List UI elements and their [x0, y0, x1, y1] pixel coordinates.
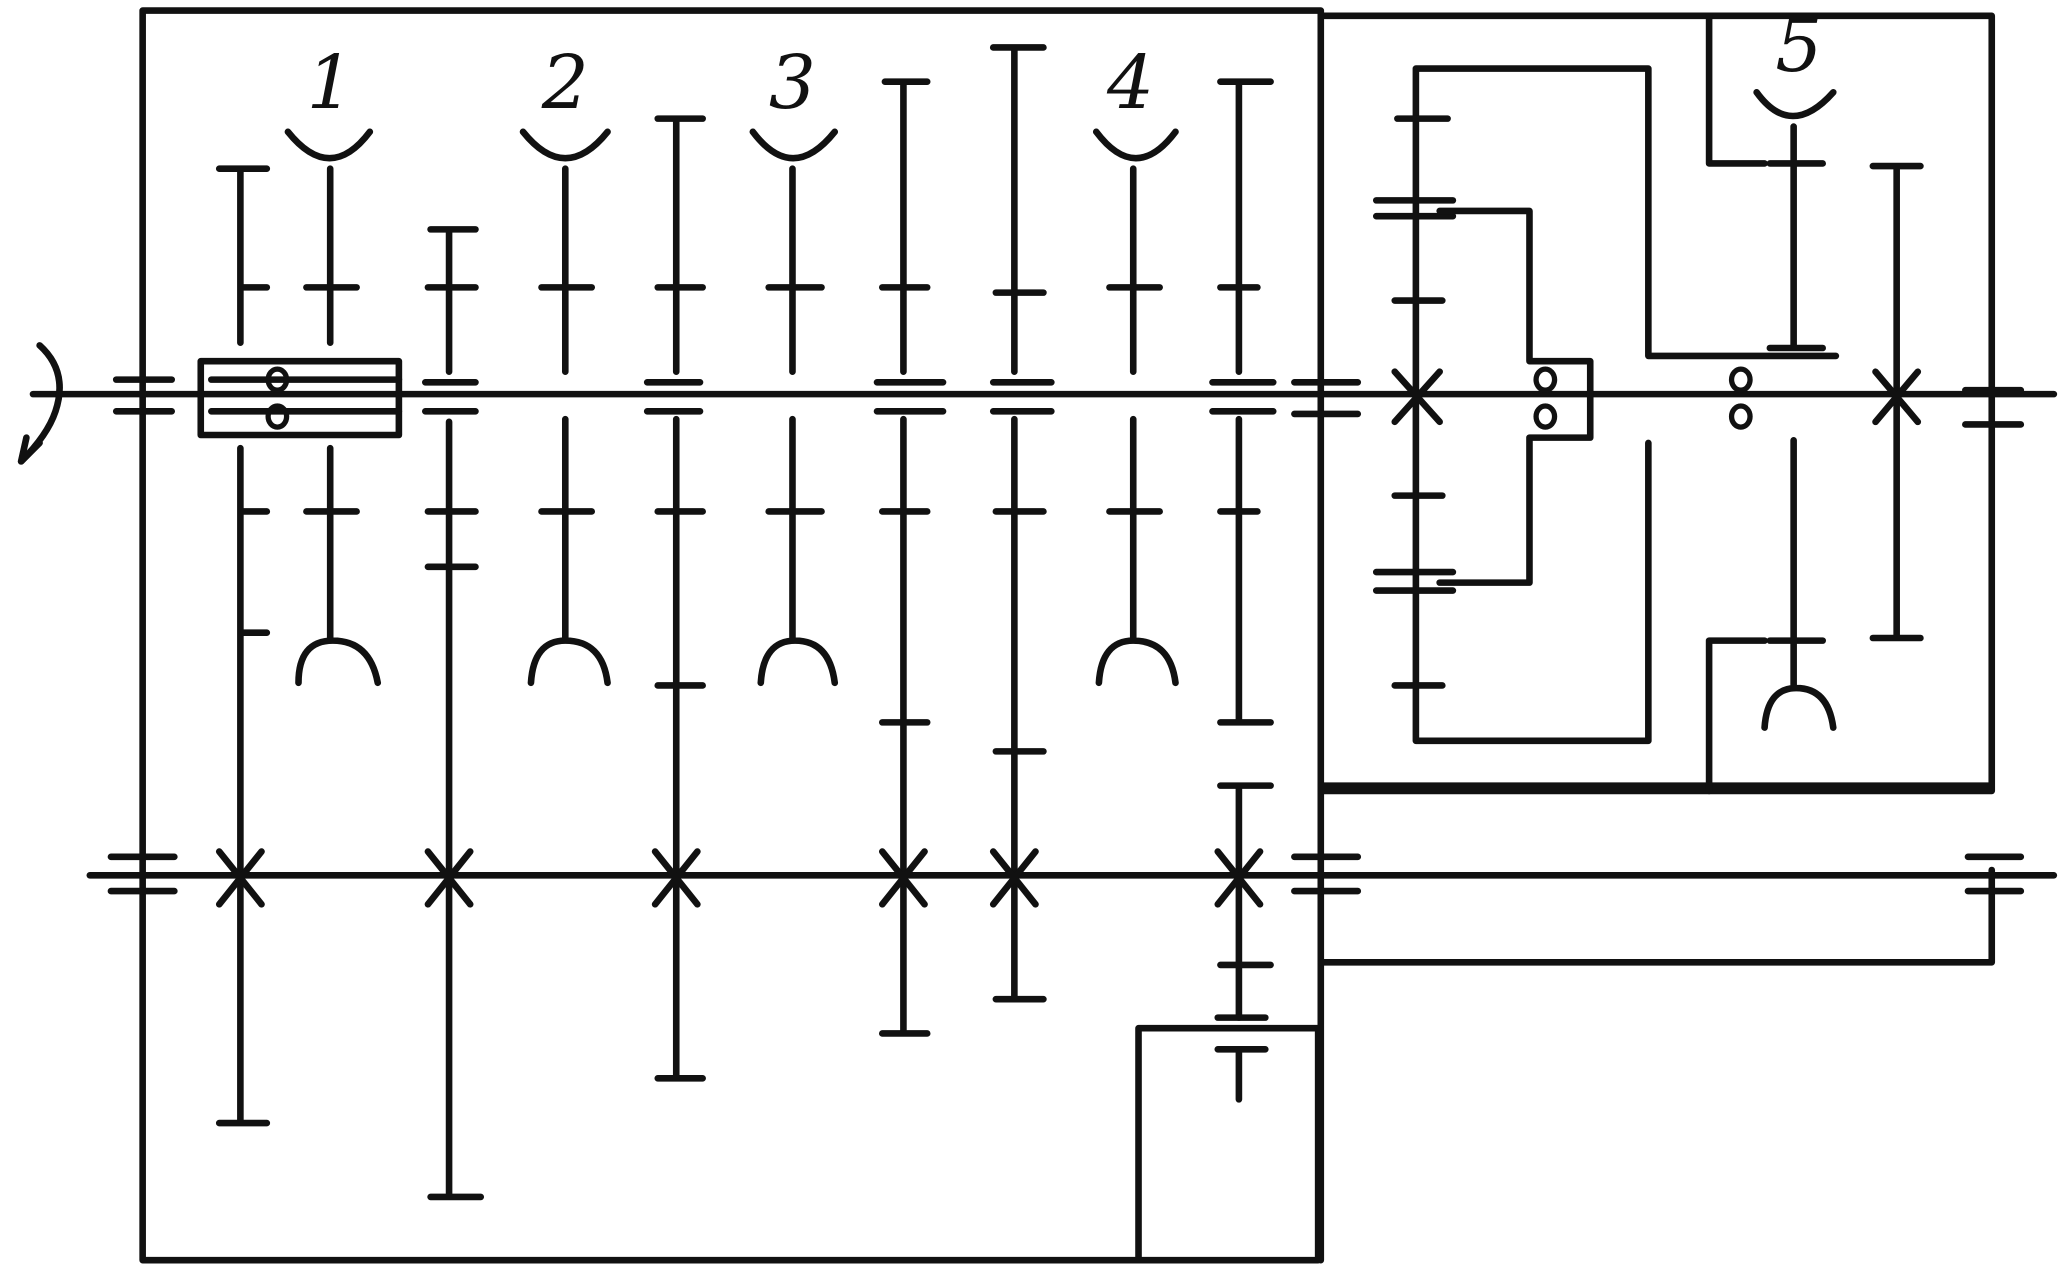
- output-gear-mesh-mark: [1872, 368, 1922, 426]
- countershaft-bearing-left: [107, 853, 178, 895]
- countershaft-assembly: [86, 853, 2058, 895]
- gear-pair-reverse: [1217, 78, 1274, 1021]
- stage-label-2: 2: [541, 40, 589, 126]
- main-shaft-bearing-right: [1962, 386, 2025, 428]
- gear-pairs: [215, 44, 1274, 1201]
- housing-left-section: [139, 7, 1325, 1264]
- stage-labels: 1 2 3 4 5: [307, 3, 1823, 126]
- input-rotation-arrowhead: [17, 434, 43, 465]
- synchronizer-4: [1092, 128, 1179, 687]
- synchronizer-1: [284, 128, 382, 687]
- bearing-rollers: [265, 366, 1753, 430]
- stage-label-1: 1: [307, 40, 354, 126]
- range-shift-bracket: [1705, 12, 1768, 795]
- input-coupling-sleeve: [197, 357, 403, 439]
- stage-label-3: 3: [769, 40, 816, 126]
- housing: [139, 7, 1996, 1264]
- output-gear: [1869, 162, 1924, 642]
- gear-mesh-marks: [215, 848, 1264, 908]
- planetary-ring-carrier: [1412, 65, 1840, 745]
- main-shaft-bearing-left: [112, 376, 176, 415]
- housing-right-section: [1317, 12, 1996, 795]
- stage-label-4: 4: [1106, 40, 1154, 126]
- planetary-mesh-mark: [1391, 368, 1443, 426]
- gear-pair-4: [878, 78, 931, 1037]
- countershaft-bearing-right: [1964, 853, 2025, 895]
- gear-pair-2: [424, 226, 485, 1201]
- synchronizers: [284, 88, 1837, 731]
- planetary-gear-stack: [1372, 115, 1457, 689]
- gear-pair-3: [654, 115, 706, 1082]
- synchronizer-5: [1753, 88, 1837, 731]
- range-section: [1372, 12, 1924, 795]
- synchronizer-3: [749, 128, 839, 687]
- gear-pair-1: [215, 165, 271, 1127]
- input-shaft-assembly: [17, 342, 2058, 465]
- shaft-collars: [208, 376, 1362, 895]
- reverse-idler-gear: [1214, 1014, 1269, 1103]
- sun-gear-carrier: [1436, 207, 1594, 586]
- synchronizer-2: [519, 128, 611, 687]
- stage-label-5: 5: [1775, 3, 1822, 89]
- housing-lower-right-section: [1317, 866, 1996, 966]
- gear-pair-5: [989, 44, 1047, 1003]
